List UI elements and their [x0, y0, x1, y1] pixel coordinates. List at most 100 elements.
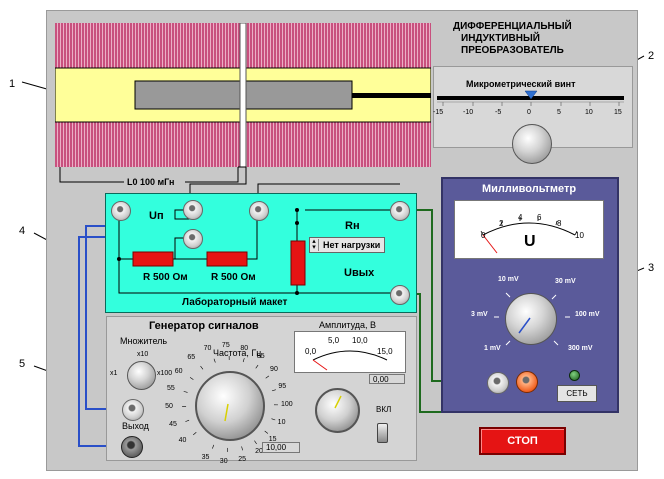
frequency-tick — [271, 418, 276, 421]
generator-output-jack[interactable] — [121, 436, 143, 458]
callout-3: 3 — [648, 262, 655, 274]
frequency-label: Частота, Гц — [213, 348, 262, 358]
amplitude-label: Амплитуда, В — [319, 320, 377, 330]
multiplier-label: Множитель — [120, 336, 168, 346]
frequency-tick — [183, 391, 188, 393]
mv-scale-label: 0 — [481, 231, 486, 240]
frequency-tick — [254, 440, 257, 445]
micrometer-scale[interactable] — [435, 85, 630, 115]
micrometer-title: Микрометрический винт — [466, 79, 576, 89]
frequency-knob[interactable] — [195, 371, 265, 441]
panel-title-line-1: ДИФФЕРЕНЦИАЛЬНЫЙ — [453, 21, 572, 32]
mv-range-ticks — [494, 292, 570, 346]
micrometer-tick: -15 — [433, 109, 444, 116]
millivoltmeter-gauge — [454, 200, 604, 259]
load-selector[interactable]: ▴▾ Нет нагрузки — [309, 237, 385, 253]
amplitude-gauge — [294, 331, 406, 373]
lab-jack-up-bottom[interactable] — [183, 229, 203, 249]
frequency-tick-label: 25 — [238, 455, 247, 463]
transducer-drawing — [54, 22, 432, 168]
generator-sync-jack[interactable] — [122, 399, 144, 421]
frequency-knob-pointer — [224, 403, 229, 422]
callout-4: 4 — [19, 225, 26, 237]
frequency-tick-label: 45 — [169, 421, 177, 429]
frequency-tick-label: 100 — [280, 401, 293, 409]
power-button[interactable]: СЕТЬ — [557, 385, 597, 402]
mv-scale-label: 6 — [537, 213, 542, 222]
mult-option-x1: x1 — [110, 370, 118, 377]
lab-jack-uout-bottom[interactable] — [390, 285, 410, 305]
mv-scale-label: 8 — [557, 219, 562, 228]
frequency-tick-label: 95 — [278, 382, 287, 390]
frequency-tick-label: 90 — [270, 366, 278, 374]
mv-input-jack[interactable] — [487, 372, 509, 394]
up-label: Uп — [149, 210, 164, 222]
mv-scale-label: 4 — [518, 213, 523, 222]
frequency-tick — [193, 432, 197, 436]
frequency-tick — [265, 375, 270, 379]
load-value: Нет нагрузки — [323, 240, 381, 250]
callout-2: 2 — [648, 50, 655, 62]
stop-button[interactable]: СТОП — [479, 427, 566, 455]
lab-jack-l0-left[interactable] — [111, 201, 131, 221]
amp-scale-label: 15,0 — [377, 347, 393, 356]
frequency-tick-label: 50 — [165, 403, 173, 411]
power-indicator — [569, 370, 580, 381]
micrometer-tick: 10 — [585, 109, 593, 116]
panel-title-line-2: ИНДУКТИВНЫЙ — [461, 33, 540, 44]
mv-scale-label: 2 — [499, 219, 504, 228]
frequency-value[interactable]: 10,00 — [262, 442, 300, 453]
micrometer-knob[interactable] — [512, 124, 552, 164]
frequency-tick — [271, 389, 276, 392]
frequency-tick-label: 65 — [187, 354, 196, 362]
frequency-tick-label: 70 — [203, 345, 212, 353]
multiplier-knob[interactable] — [127, 361, 156, 390]
mv-range-knob[interactable] — [505, 293, 557, 345]
uout-label: Uвых — [344, 267, 375, 279]
mv-range-label: 100 mV — [575, 311, 600, 318]
millivoltmeter-title: Милливольтметр — [482, 183, 577, 195]
lab-jack-up-top[interactable] — [183, 200, 203, 220]
resistor-2-label: R 500 Ом — [211, 272, 256, 283]
amplitude-dial — [312, 350, 388, 371]
mv-range-label: 3 mV — [471, 311, 488, 318]
micrometer-tick: -5 — [495, 109, 502, 116]
generator-power-toggle[interactable] — [377, 423, 388, 443]
mv-range-label: 300 mV — [568, 345, 593, 352]
callout-1: 1 — [9, 78, 16, 90]
mv-knob-pointer — [518, 317, 531, 334]
frequency-tick-label: 20 — [255, 448, 263, 456]
mv-scale-label: 10 — [575, 231, 584, 240]
lab-jack-l0-right[interactable] — [249, 201, 269, 221]
amp-scale-label: 0,0 — [305, 347, 317, 356]
rn-label: Rн — [345, 220, 360, 232]
frequency-tick-label: 30 — [219, 457, 228, 465]
micrometer-tick: 5 — [557, 109, 561, 116]
micrometer-tick: 15 — [614, 109, 622, 116]
mv-unit: U — [524, 233, 536, 250]
mv-input-jack-red[interactable] — [516, 371, 538, 393]
amp-scale-label: 5,0 — [328, 336, 340, 345]
amplitude-value: 0,00 — [369, 374, 405, 384]
amplitude-knob[interactable] — [315, 388, 360, 433]
micrometer-tick: -10 — [463, 109, 474, 116]
mv-range-label: 1 mV — [484, 345, 501, 352]
lab-jack-uout-top[interactable] — [390, 201, 410, 221]
frequency-tick-label: 60 — [174, 367, 183, 375]
generator-title: Генератор сигналов — [149, 320, 259, 332]
mv-range-label: 30 mV — [555, 278, 576, 285]
output-label: Выход — [122, 421, 149, 431]
millivoltmeter-dial — [480, 217, 578, 254]
frequency-tick — [185, 419, 190, 422]
spinner-icon[interactable]: ▴▾ — [310, 238, 319, 251]
frequency-tick — [212, 444, 215, 449]
frequency-tick — [255, 364, 259, 369]
frequency-tick — [242, 358, 245, 363]
transducer — [54, 22, 432, 168]
frequency-tick-label: 40 — [178, 437, 187, 445]
callout-5: 5 — [19, 358, 26, 370]
frequency-tick — [264, 430, 269, 434]
mv-range-label: 10 mV — [498, 276, 519, 283]
frequency-tick-label: 55 — [167, 384, 175, 392]
frequency-tick-label: 35 — [201, 453, 210, 461]
